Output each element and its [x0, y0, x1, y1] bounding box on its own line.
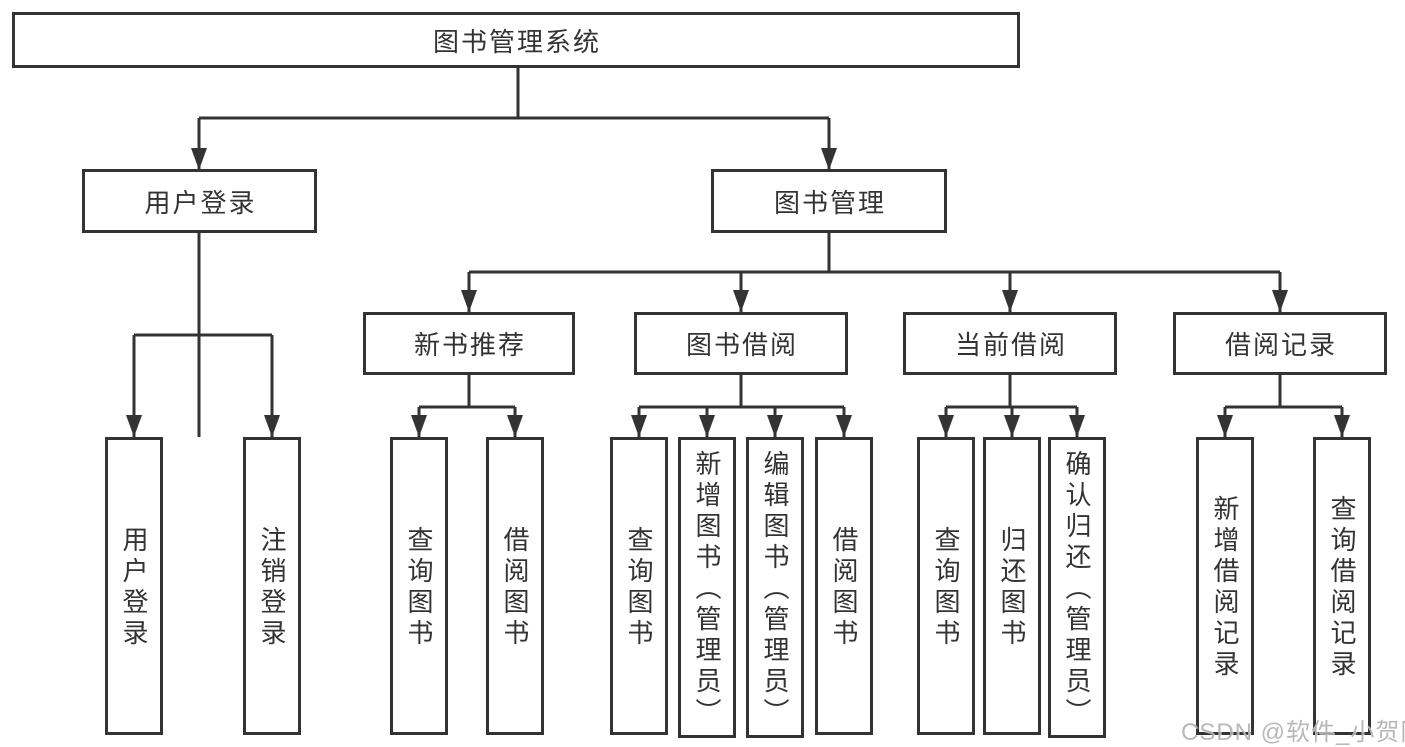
node-label: 借阅图书 — [829, 526, 859, 650]
leaf-edit-book-admin: 编辑图书（管理员） — [746, 437, 804, 738]
node-label: 查询图书 — [931, 526, 961, 650]
node-label: 当前借阅 — [954, 330, 1067, 360]
node-library-management-system: 图书管理系统 — [12, 12, 1020, 68]
node-label: 借阅图书 — [500, 526, 530, 650]
node-label: 注销登录 — [257, 526, 287, 650]
node-label: 借阅记录 — [1224, 330, 1337, 360]
leaf-query-books-recommend: 查询图书 — [390, 437, 448, 735]
leaf-query-borrow-record: 查询借阅记录 — [1313, 437, 1371, 735]
node-label: 新增图书（管理员） — [692, 450, 722, 729]
node-user-login: 用户登录 — [82, 169, 317, 233]
node-book-management: 图书管理 — [711, 169, 947, 233]
node-book-borrowing: 图书借阅 — [634, 312, 848, 375]
leaf-borrow-books-recommend: 借阅图书 — [486, 437, 544, 735]
node-current-borrowing: 当前借阅 — [903, 312, 1117, 375]
node-label: 用户登录 — [144, 187, 257, 218]
leaf-return-books: 归还图书 — [983, 437, 1041, 735]
node-label: 新增借阅记录 — [1210, 495, 1240, 681]
node-label: 新书推荐 — [413, 330, 526, 360]
node-label: 归还图书 — [997, 526, 1027, 650]
node-label: 确认归还（管理员） — [1062, 450, 1092, 729]
node-label: 编辑图书（管理员） — [760, 450, 790, 729]
node-label: 查询借阅记录 — [1327, 495, 1357, 681]
leaf-add-book-admin: 新增图书（管理员） — [678, 437, 736, 738]
node-label: 用户登录 — [119, 526, 149, 650]
leaf-borrow-books: 借阅图书 — [815, 437, 873, 735]
watermark: CSDN @软件_小贺同学 — [1181, 719, 1405, 746]
node-new-book-recommend: 新书推荐 — [363, 312, 575, 375]
node-borrowing-records: 借阅记录 — [1173, 312, 1387, 375]
node-label: 图书借阅 — [685, 330, 798, 360]
leaf-logout: 注销登录 — [243, 437, 301, 735]
node-label: 图书管理系统 — [432, 26, 601, 57]
node-label: 图书管理 — [773, 187, 886, 218]
leaf-confirm-return-admin: 确认归还（管理员） — [1048, 437, 1106, 738]
leaf-query-books-borrow: 查询图书 — [610, 437, 668, 735]
leaf-query-books-current: 查询图书 — [917, 437, 975, 735]
leaf-add-borrow-record: 新增借阅记录 — [1196, 437, 1254, 735]
node-label: 查询图书 — [404, 526, 434, 650]
leaf-user-login: 用户登录 — [105, 437, 163, 735]
node-label: 查询图书 — [624, 526, 654, 650]
